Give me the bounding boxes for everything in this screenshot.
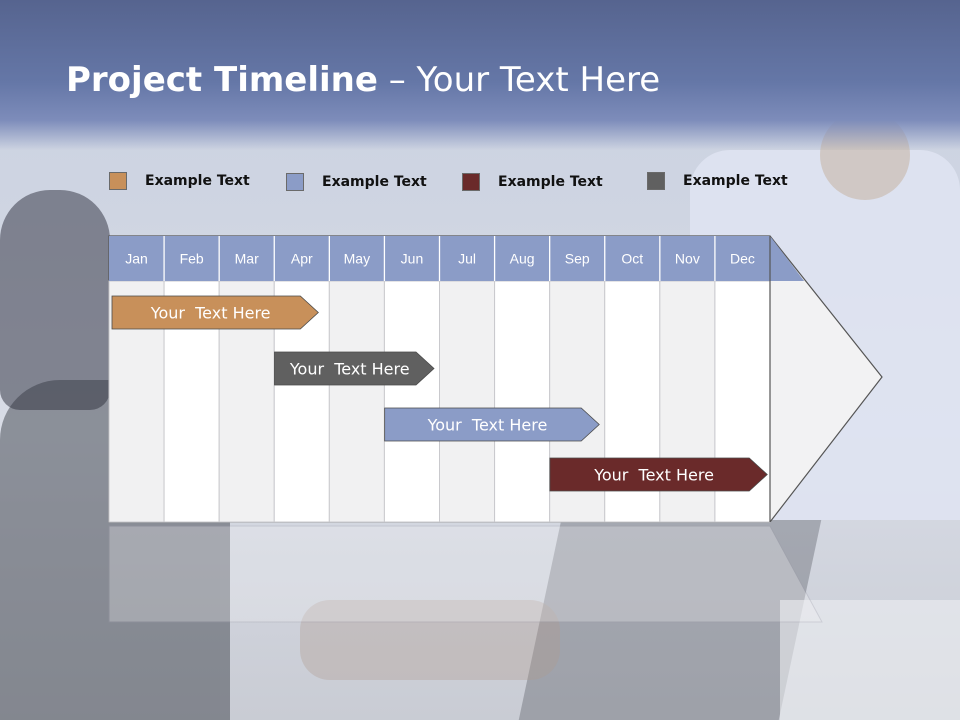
month-header: [109, 236, 805, 281]
month-label: Apr: [291, 251, 313, 267]
task-label: Your Text Here: [427, 416, 548, 435]
month-label: Mar: [235, 251, 259, 267]
month-label: Dec: [730, 251, 755, 267]
legend-label: Example Text: [322, 174, 427, 190]
title-rest: – Your Text Here: [377, 60, 661, 100]
task-bar: [111, 295, 319, 330]
month-label: Jul: [458, 251, 476, 267]
month-label: May: [344, 251, 370, 267]
month-label: Nov: [675, 251, 700, 267]
legend-label: Example Text: [683, 173, 788, 189]
legend-label: Example Text: [498, 174, 603, 190]
timeline-reflection: [108, 525, 823, 623]
legend-label: Example Text: [145, 173, 250, 189]
month-column: [328, 280, 385, 523]
legend-swatch: [462, 173, 480, 191]
month-label: Feb: [180, 251, 204, 267]
task-label: Your Text Here: [150, 304, 271, 323]
month-label: Aug: [510, 251, 535, 267]
month-label: Sep: [565, 251, 590, 267]
task-label: Your Text Here: [593, 466, 714, 485]
month-label: Jun: [401, 251, 424, 267]
title-bold: Project Timeline: [66, 60, 378, 100]
title-band: [0, 0, 960, 150]
task-label: Your Text Here: [289, 360, 410, 379]
legend-swatch: [109, 172, 127, 190]
legend-item: Example Text: [286, 171, 427, 193]
legend-item: Example Text: [109, 170, 250, 192]
month-column: [383, 280, 440, 523]
month-label: Oct: [621, 251, 643, 267]
legend-item: Example Text: [462, 171, 603, 193]
month-label: Jan: [125, 251, 148, 267]
task-bar: [384, 407, 600, 442]
task-bar: [274, 351, 435, 386]
task-bar: [549, 457, 768, 492]
page-title: Project Timeline – Your Text Here: [66, 60, 660, 100]
legend-swatch: [286, 173, 304, 191]
legend-swatch: [647, 172, 665, 190]
month-column: [494, 280, 551, 523]
month-column: [439, 280, 496, 523]
legend-item: Example Text: [647, 170, 788, 192]
